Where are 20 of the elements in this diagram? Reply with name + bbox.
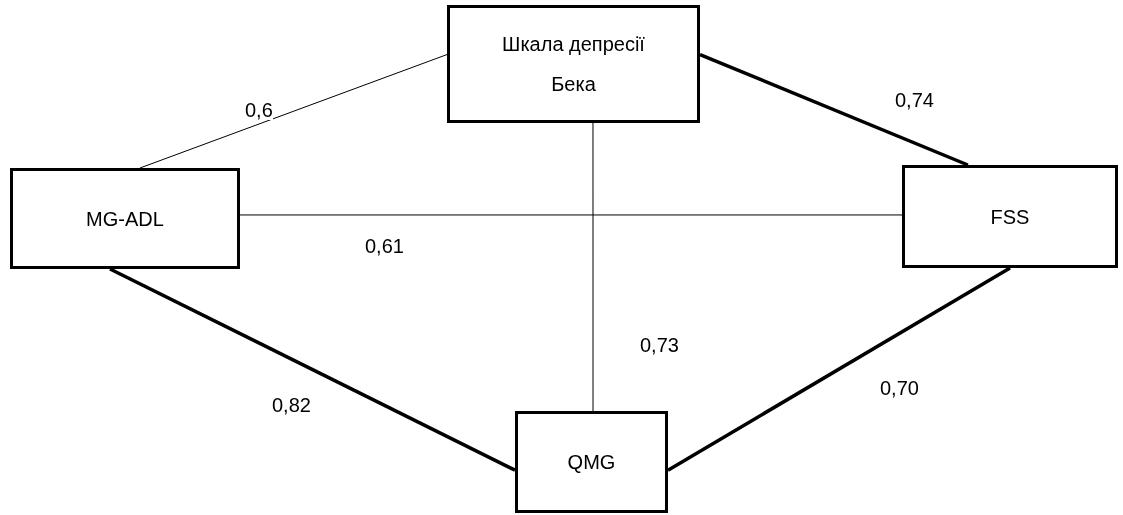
measure-box: [10, 168, 240, 269]
measure-box: [515, 411, 668, 513]
connector-line: [239, 214, 903, 216]
box-label: FSS: [990, 204, 1030, 230]
connector-line: [699, 52, 969, 167]
box-label: QMG: [567, 450, 616, 475]
correlation-value: 0,82: [272, 395, 311, 415]
connector-line: [667, 266, 1011, 472]
correlation-value: 0,70: [880, 378, 919, 398]
box-label: Шкала депресії Бека: [501, 32, 646, 97]
connector-line: [109, 267, 516, 472]
correlation-value: 0,73: [640, 335, 679, 355]
connector-line: [592, 122, 594, 412]
measure-box: [447, 5, 700, 123]
box-label: MG-ADL: [86, 206, 164, 232]
correlation-value: 0,61: [365, 236, 404, 256]
correlation-value: 0,74: [895, 90, 934, 110]
connector-line: [139, 54, 448, 169]
measure-box: [902, 165, 1118, 268]
correlation-value: 0,6: [245, 100, 273, 120]
